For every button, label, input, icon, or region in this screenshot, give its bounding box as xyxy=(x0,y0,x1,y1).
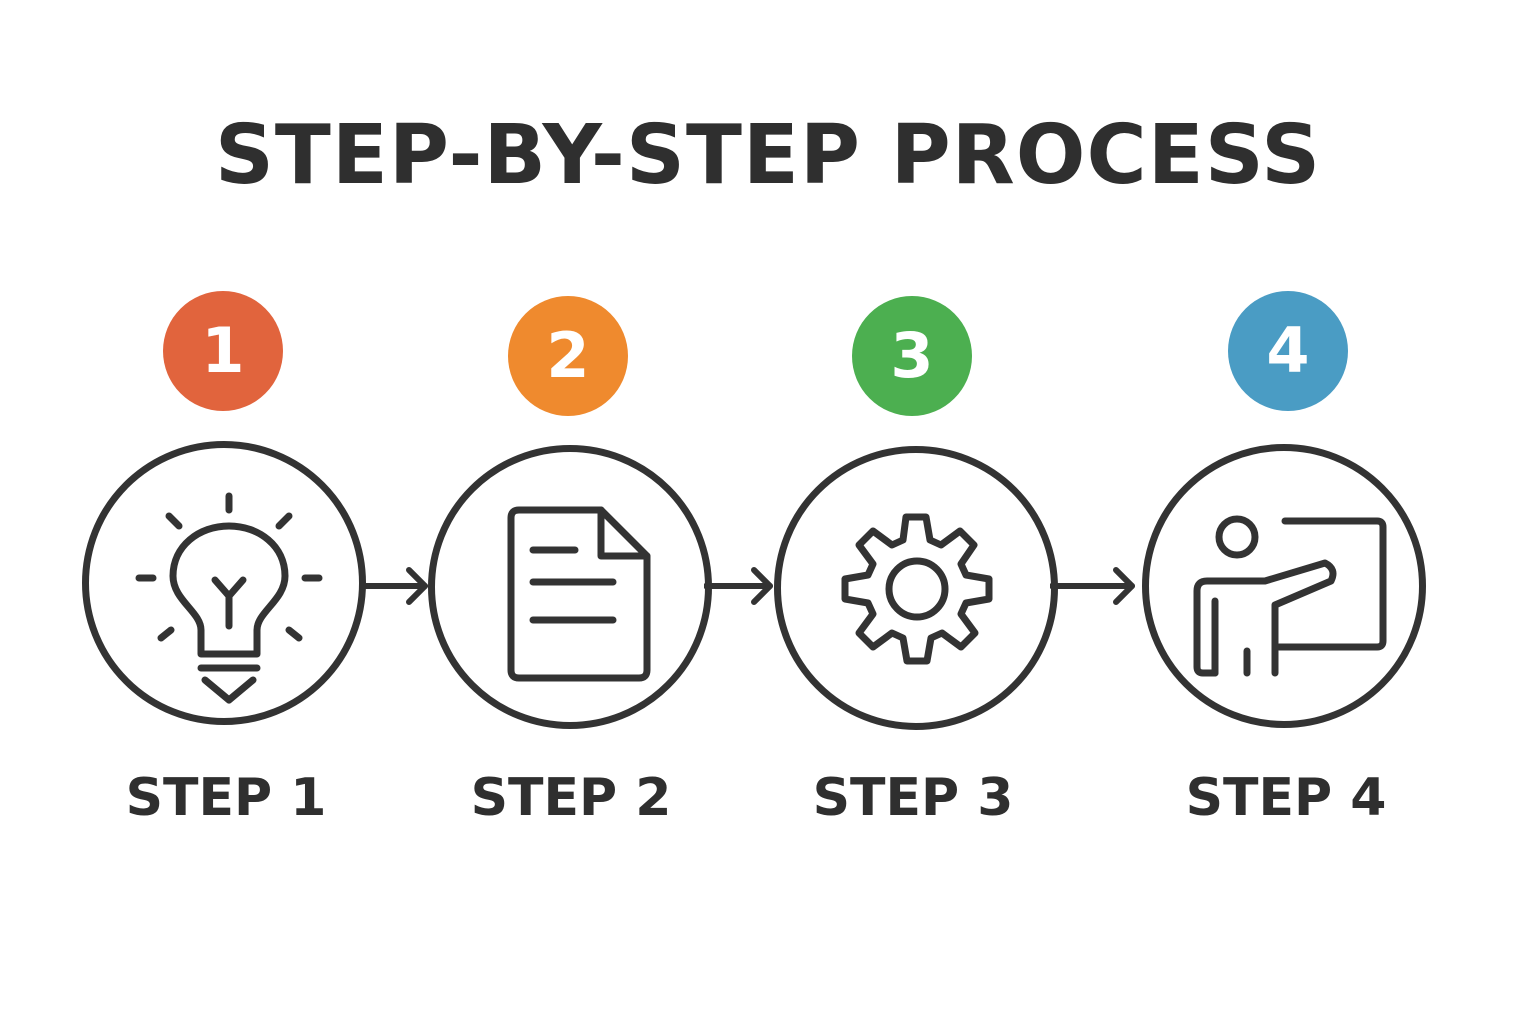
arrow-3-to-4 xyxy=(1050,567,1135,605)
arrow-2-to-3 xyxy=(704,567,773,605)
step-2-label: STEP 2 xyxy=(470,768,672,828)
lightbulb-icon xyxy=(135,492,323,704)
step-4-label: STEP 4 xyxy=(1185,768,1387,828)
step-2-badge: 2 xyxy=(508,296,628,416)
step-3-label: STEP 3 xyxy=(812,768,1014,828)
arrow-1-to-2 xyxy=(359,567,428,605)
step-1-badge: 1 xyxy=(163,291,283,411)
document-icon xyxy=(507,506,651,682)
step-4-badge: 4 xyxy=(1228,291,1348,411)
step-1-circle xyxy=(82,441,366,725)
diagram-title: STEP-BY-STEP PROCESS xyxy=(214,108,1322,203)
step-1-label: STEP 1 xyxy=(125,768,327,828)
step-3-badge: 3 xyxy=(852,296,972,416)
gear-icon xyxy=(841,513,993,665)
step-3-circle xyxy=(774,446,1058,730)
step-4-circle xyxy=(1142,444,1426,728)
step-2-circle xyxy=(428,445,712,729)
presentation-icon xyxy=(1193,515,1387,677)
